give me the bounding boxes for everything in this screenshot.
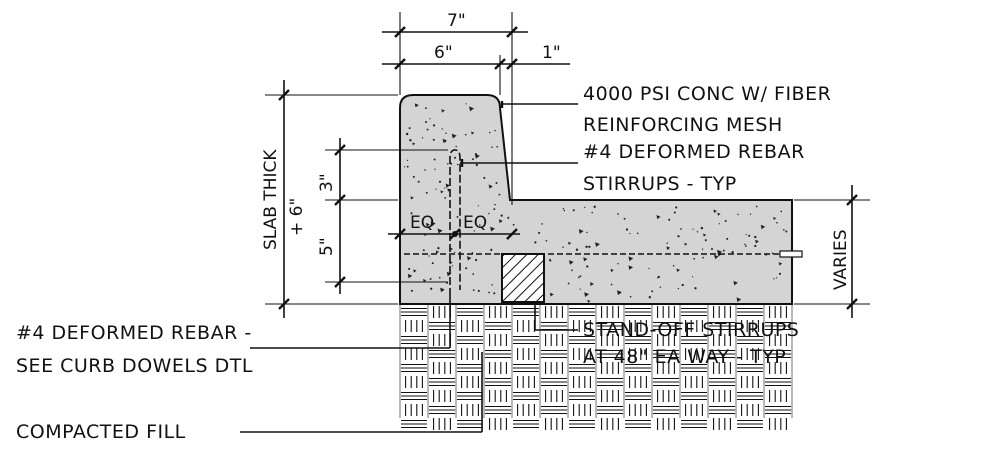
callout-stirrup-line2: STIRRUPS - TYP [583, 173, 737, 195]
dim-6in: 6" [434, 43, 453, 63]
dim-5in: 5" [317, 237, 337, 256]
dim-3in: 3" [317, 173, 337, 192]
standoff-chair [501, 253, 545, 303]
callout-compacted-fill: COMPACTED FILL [16, 421, 186, 443]
dim-eq-left: EQ [410, 213, 434, 233]
concrete-section [399, 94, 793, 305]
callout-rebar-line1: #4 DEFORMED REBAR - [16, 322, 252, 344]
callout-stirrup-line1: #4 DEFORMED REBAR [583, 141, 805, 163]
rebar [404, 149, 803, 303]
dim-slab-thick: SLAB THICK [261, 149, 281, 250]
dowel-end [779, 250, 803, 258]
dim-plus-6in: + 6" [287, 198, 307, 236]
callout-concrete-line1: 4000 PSI CONC W/ FIBER [583, 83, 831, 105]
leader-lines [240, 101, 578, 433]
compacted-fill-hatch [399, 305, 793, 430]
curb-body [399, 94, 512, 201]
callout-rebar-line2: SEE CURB DOWELS DTL [16, 355, 253, 377]
dimension-lines [265, 12, 870, 318]
callout-standoff-line2: AT 48" EA WAY - TYP [583, 346, 786, 368]
callout-standoff-line1: STAND-OFF STIRRUPS [583, 319, 799, 341]
dim-varies: VARIES [831, 229, 851, 290]
dim-1in: 1" [542, 43, 561, 63]
dim-7in: 7" [447, 11, 466, 31]
slab-body [399, 199, 793, 305]
callout-concrete-line2: REINFORCING MESH [583, 114, 783, 136]
dim-eq-right: EQ [463, 213, 487, 233]
concrete-aggregate-speckles [403, 103, 792, 303]
stirrup-hairpin [449, 149, 461, 296]
